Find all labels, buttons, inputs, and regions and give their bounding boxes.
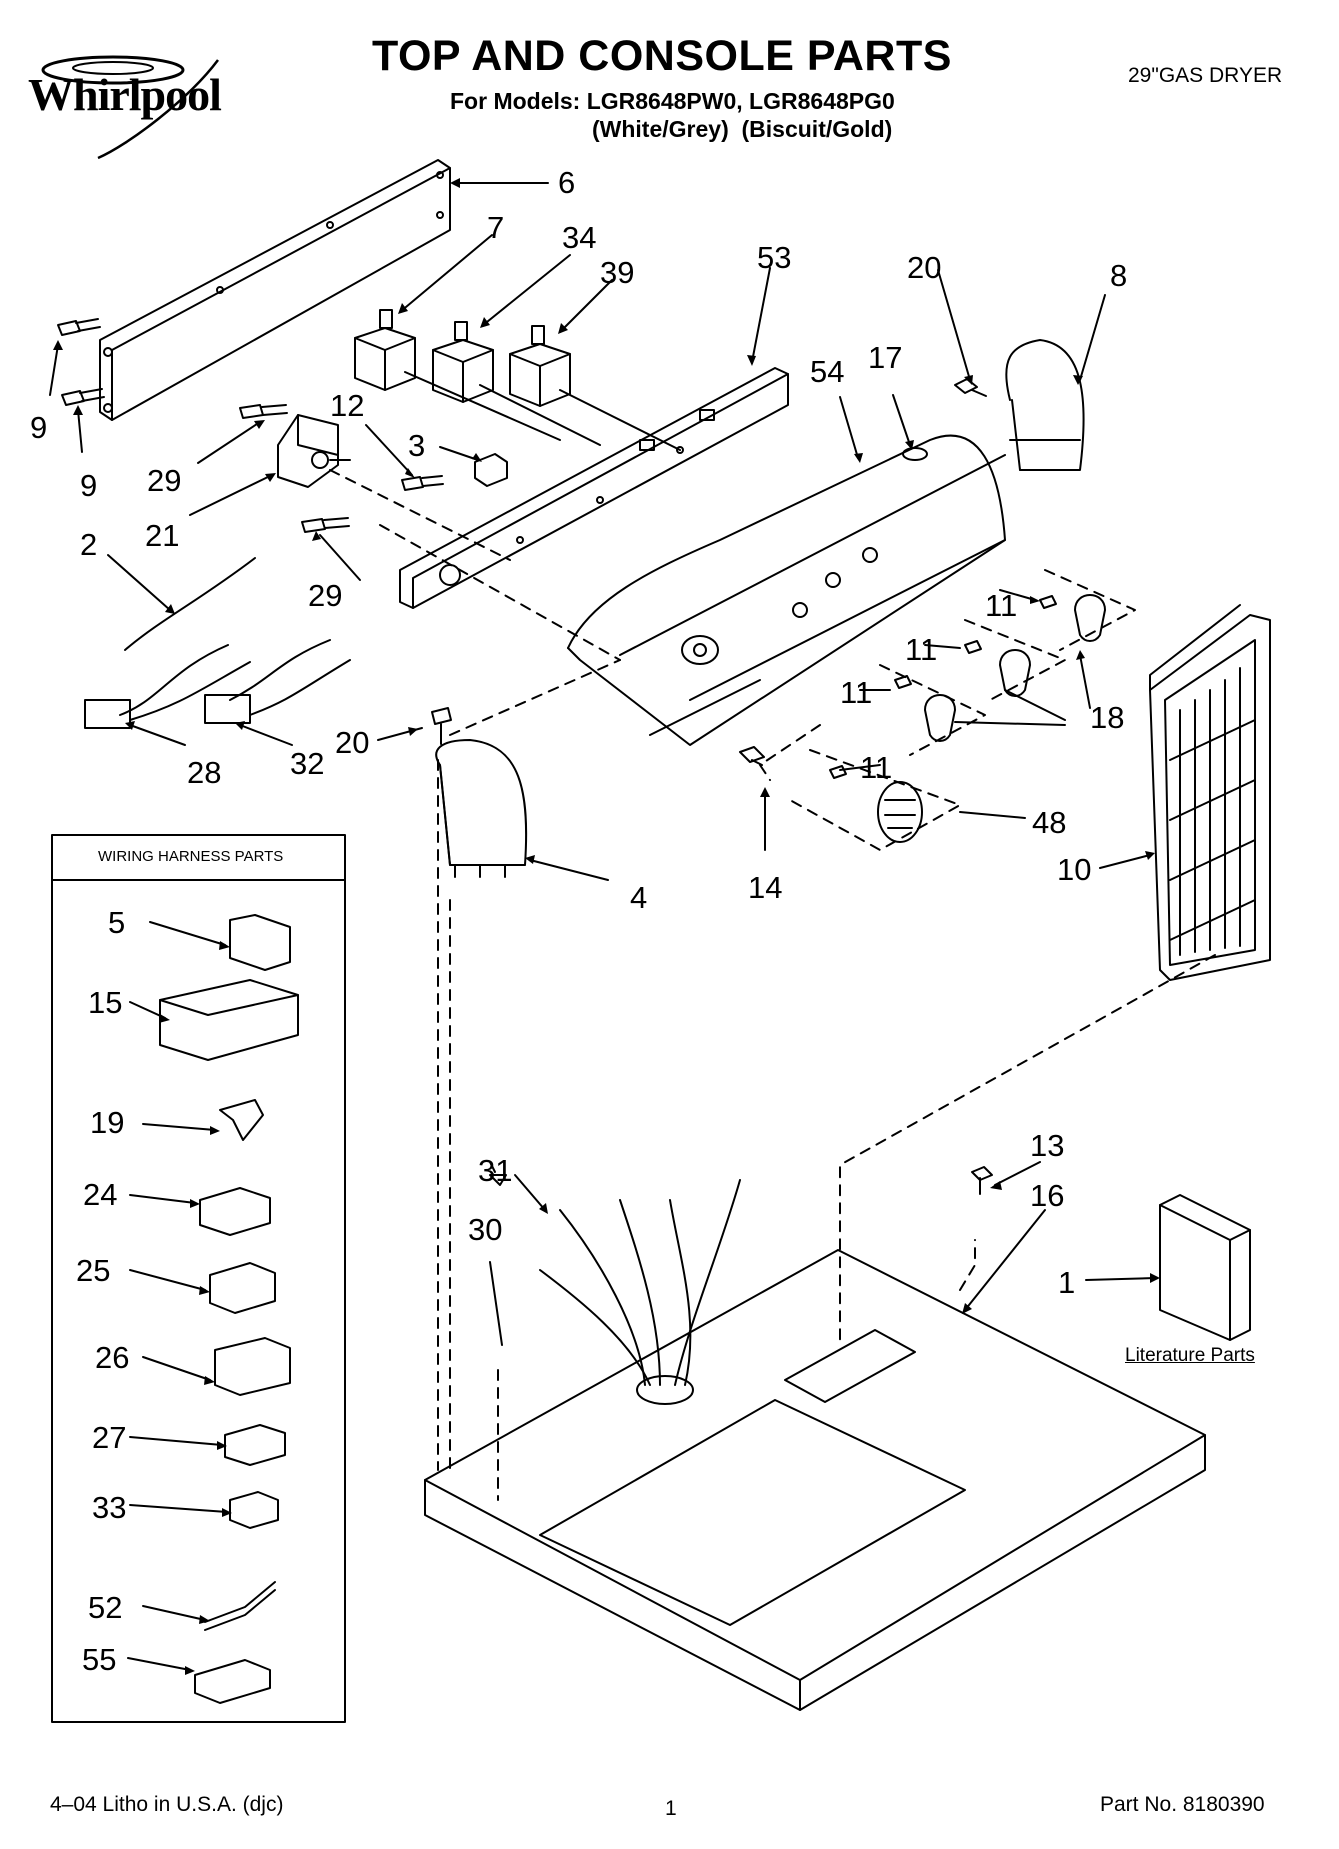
callout-27: 27: [92, 1420, 127, 1455]
callout-6: 6: [558, 165, 576, 200]
callout-29-lower: 29: [308, 578, 343, 613]
callout-8: 8: [1110, 258, 1128, 293]
callout-54: 54: [810, 354, 845, 389]
arrowheads: [53, 178, 1160, 1675]
callout-29-upper: 29: [147, 463, 182, 498]
leader-lines: [49, 182, 1156, 1671]
harness-parts-icons: [159, 914, 299, 1704]
callout-14: 14: [748, 870, 783, 905]
callout-15: 15: [88, 985, 123, 1020]
callout-19: 19: [90, 1105, 125, 1140]
harness-box-frame: [51, 834, 346, 1723]
callout-21: 21: [145, 518, 180, 553]
rear-panel-part: [99, 159, 451, 421]
callout-2: 2: [80, 527, 98, 562]
callout-39: 39: [600, 255, 635, 290]
callout-11-d: 11: [860, 750, 893, 785]
callout-30: 30: [468, 1212, 503, 1247]
callout-16: 16: [1030, 1178, 1065, 1213]
page-number: 1: [665, 1797, 677, 1820]
callout-31: 31: [478, 1153, 513, 1188]
callout-1: 1: [1058, 1265, 1076, 1300]
dryer-top-part: [424, 1161, 1206, 1711]
callout-11-c: 11: [840, 675, 873, 710]
callout-20-mid: 20: [335, 725, 370, 760]
dashed-guides: [329, 469, 1216, 1501]
colors-line: (White/Grey) (Biscuit/Gold): [592, 116, 893, 142]
callout-28: 28: [187, 755, 222, 790]
screws-13-14-part: [739, 746, 993, 1195]
callout-10: 10: [1057, 852, 1092, 887]
callout-52: 52: [88, 1590, 123, 1625]
lint-screen-part: [1149, 604, 1271, 981]
callout-9-upper: 9: [30, 410, 48, 445]
callout-17: 17: [868, 340, 903, 375]
literature-parts-label: Literature Parts: [1125, 1345, 1255, 1366]
whirlpool-swoosh-logo: [41, 55, 219, 160]
callout-12: 12: [330, 388, 365, 423]
callout-11-a: 11: [985, 588, 1018, 623]
product-type: 29"GAS DRYER: [1128, 64, 1283, 87]
callout-5: 5: [108, 905, 126, 940]
end-cap-left-part: [431, 659, 621, 878]
callout-24: 24: [83, 1177, 118, 1212]
callout-4: 4: [630, 880, 648, 915]
callout-48: 48: [1032, 805, 1067, 840]
callout-18: 18: [1090, 700, 1125, 735]
callout-9-lower: 9: [80, 468, 98, 503]
switches-part: [354, 309, 681, 451]
screws-part: [239, 404, 508, 533]
harness-box-title: WIRING HARNESS PARTS: [98, 848, 284, 865]
brand-logo: Whirlpool: [28, 69, 222, 120]
literature-part: [1159, 1194, 1251, 1341]
models-line: For Models: LGR8648PW0, LGR8648PG0: [450, 88, 895, 114]
wire-harness-part: [84, 557, 351, 729]
page-title: TOP AND CONSOLE PARTS: [372, 32, 952, 80]
knobs-part: [829, 594, 1106, 843]
callout-11-b: 11: [905, 632, 938, 667]
litho-note: 4–04 Litho in U.S.A. (djc): [50, 1793, 284, 1816]
callout-25: 25: [76, 1253, 111, 1288]
callout-32: 32: [290, 746, 325, 781]
callout-3: 3: [408, 428, 426, 463]
control-bracket-part: [399, 367, 789, 609]
timer-part: [277, 414, 351, 488]
console-part: [567, 434, 1006, 746]
part-number: Part No. 8180390: [1100, 1793, 1265, 1816]
screw-9-part: [57, 318, 105, 406]
callout-53: 53: [757, 240, 792, 275]
end-cap-right-part: [954, 339, 1085, 471]
callout-33: 33: [92, 1490, 127, 1525]
callout-34: 34: [562, 220, 597, 255]
callout-13: 13: [1030, 1128, 1065, 1163]
callout-7: 7: [487, 210, 505, 245]
callout-20-top: 20: [907, 250, 942, 285]
callout-55: 55: [82, 1642, 117, 1677]
callout-26: 26: [95, 1340, 130, 1375]
